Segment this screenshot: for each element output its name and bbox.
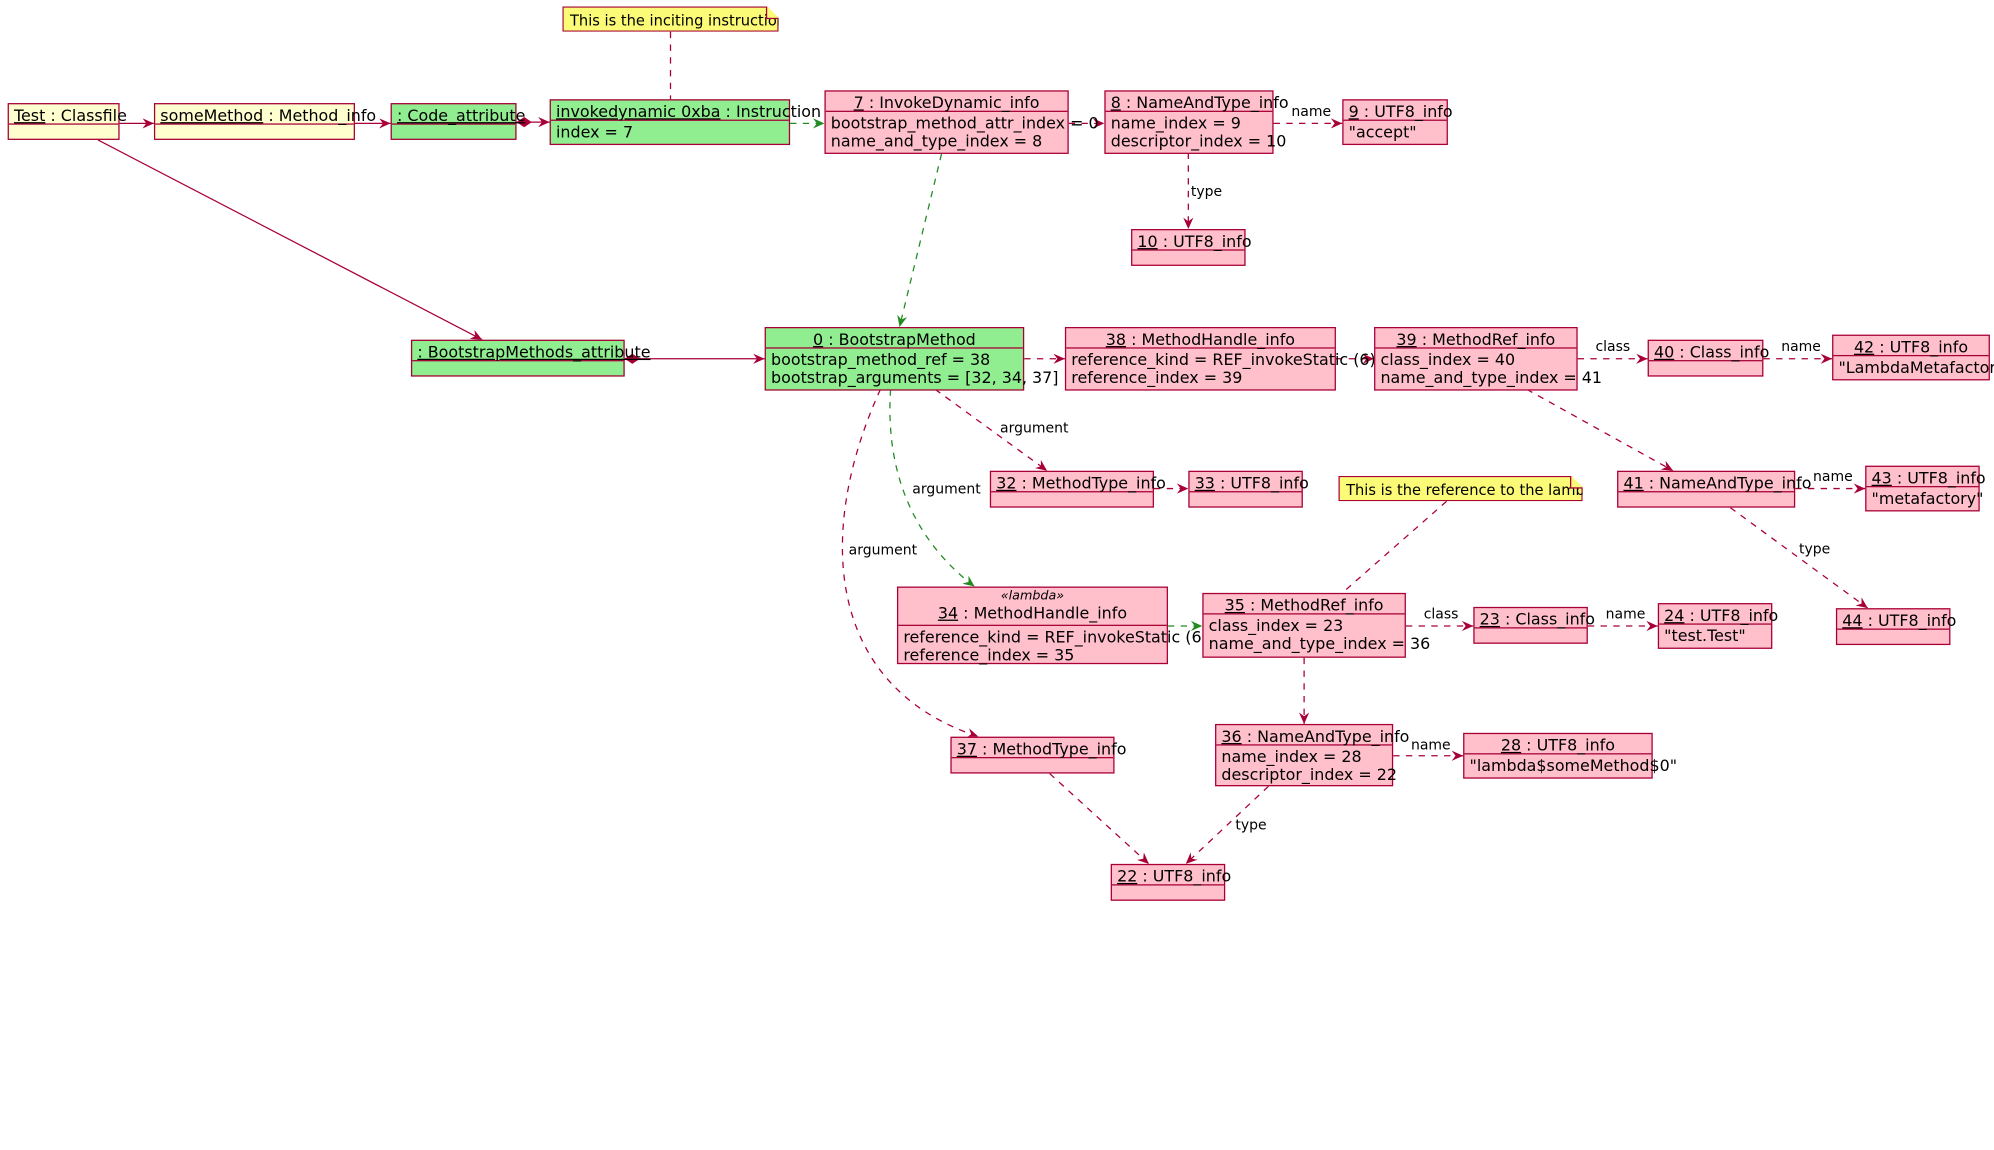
object-code-attribute[interactable]: : Code_attribute (390, 103, 525, 140)
edge-label-class: class (1595, 338, 1631, 355)
object-somemethod-method-info[interactable]: someMethod : Method_info (153, 103, 376, 140)
object-bootstrapmethods-attribute[interactable]: : BootstrapMethods_attribute (410, 339, 651, 377)
link-o41-o44 (1729, 507, 1869, 609)
edge-label-argument: argument (848, 541, 918, 559)
link-o36-o22 (1185, 785, 1269, 865)
edge-label-type: type (1799, 540, 1831, 558)
link-o0-o32 (934, 388, 1048, 472)
edge-label-argument: argument (912, 480, 981, 498)
object-23-class-info[interactable]: 23 : Class_info (1473, 606, 1595, 644)
object-22-utf8-info[interactable]: 22 : UTF8_info (1110, 863, 1231, 901)
object-38-methodhandle-info[interactable]: 38 : MethodHandle_info reference_kind = … (1064, 326, 1376, 391)
object-10-utf8-info[interactable]: 10 : UTF8_info (1131, 229, 1252, 266)
link-o0-o37 (841, 389, 979, 738)
edge-label-class: class (1423, 605, 1459, 623)
object-41-nameandtype-info[interactable]: 41 : NameAndType_info (1617, 470, 1811, 508)
link-o39-o41 (1526, 388, 1674, 472)
edge-label-name: name (1410, 736, 1451, 754)
connector-layer (97, 31, 1869, 865)
link-o7-o0 (897, 153, 943, 328)
object-9-utf8-info[interactable]: 9 : UTF8_info "accept" (1342, 99, 1453, 146)
edge-label-name: name (1605, 605, 1646, 623)
edge-label-argument: argument (1000, 419, 1069, 437)
object-invokedynamic-instruction[interactable]: invokedynamic 0xba : Instruction index =… (549, 99, 821, 146)
edge-label-type: type (1190, 183, 1223, 200)
object-0-bootstrapmethod[interactable]: 0 : BootstrapMethod bootstrap_method_ref… (764, 326, 1058, 391)
note-inciting-instruction: This is the inciting instruction. (562, 6, 778, 31)
object-44-utf8-info[interactable]: 44 : UTF8_info (1835, 608, 1956, 646)
object-test-classfile[interactable]: Test : Classfile (7, 103, 127, 140)
object-24-utf8-info[interactable]: 24 : UTF8_info "test.Test" (1657, 603, 1778, 649)
note-lambda-reference: This is the reference to the lambda. (1338, 476, 1582, 501)
object-7-invokedynamic-info[interactable]: 7 : InvokeDynamic_info bootstrap_method_… (824, 90, 1099, 154)
object-37-methodtype-info[interactable]: 37 : MethodType_info (950, 736, 1126, 774)
object-43-utf8-info[interactable]: 43 : UTF8_info "metafactory" (1865, 465, 1986, 512)
edge-label-type: type (1235, 816, 1267, 834)
object-42-utf8-info[interactable]: 42 : UTF8_info "LambdaMetafactory" (1832, 334, 1994, 381)
link-note-o35 (1341, 500, 1448, 594)
object-33-utf8-info[interactable]: 33 : UTF8_info (1188, 470, 1309, 508)
object-40-class-info[interactable]: 40 : Class_info (1647, 339, 1769, 377)
object-32-methodtype-info[interactable]: 32 : MethodType_info (989, 470, 1166, 508)
object-28-utf8-info[interactable]: 28 : UTF8_info "lambda$someMethod$0" (1463, 732, 1677, 779)
edge-label-name: name (1781, 338, 1821, 355)
edge-label-name: name (1291, 103, 1332, 120)
edge-label-name: name (1813, 468, 1853, 485)
link-o37-o22 (1049, 773, 1150, 865)
link-test-bsattr (97, 139, 483, 341)
lambda-stereotype: «lambda» (1000, 589, 1065, 604)
object-34-methodhandle-info-lambda[interactable]: «lambda»34 : MethodHandle_info reference… (896, 586, 1208, 665)
